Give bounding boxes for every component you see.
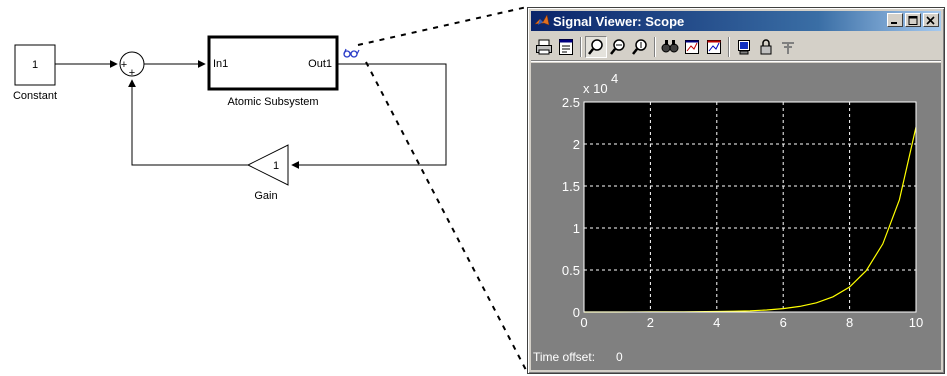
y-tick-label: 1 xyxy=(573,221,580,236)
zoom-y-icon xyxy=(632,39,647,55)
scope-plot-area: 0 2 4 6 8 10 0 0.5 1 1.5 2 2.5 x 10 4 Time offset:… xyxy=(531,63,941,370)
y-tick-label: 0 xyxy=(573,305,580,320)
parameters-icon xyxy=(559,39,573,55)
close-button[interactable] xyxy=(923,13,939,27)
gain-value: 1 xyxy=(273,160,279,172)
float-scope-icon xyxy=(738,40,750,55)
scope-toolbar xyxy=(531,34,941,61)
time-offset-value: 0 xyxy=(616,350,623,364)
x-tick-label: 10 xyxy=(909,315,923,330)
save-axes-icon xyxy=(685,40,699,54)
x-tick-label: 8 xyxy=(846,315,853,330)
scope-plot[interactable]: 0 2 4 6 8 10 0 0.5 1 1.5 2 2.5 x 10 4 xyxy=(531,63,943,372)
sum-sign-top: + xyxy=(121,59,127,71)
restore-axes-icon xyxy=(707,40,721,54)
scope-window[interactable]: Signal Viewer: Scope xyxy=(527,7,945,374)
y-tick-label: 0.5 xyxy=(562,263,580,278)
save-axes-button[interactable] xyxy=(681,36,703,58)
time-offset-label: Time offset: xyxy=(533,350,596,364)
atomic-subsystem-block[interactable]: In1 Out1 xyxy=(207,35,339,91)
scope-title-bar[interactable]: Signal Viewer: Scope xyxy=(531,11,941,31)
sum-block[interactable]: + + xyxy=(119,51,145,79)
x-tick-label: 4 xyxy=(713,315,720,330)
y-tick-label: 1.5 xyxy=(562,179,580,194)
gain-block[interactable]: 1 xyxy=(246,144,289,186)
minimize-button[interactable] xyxy=(887,13,903,27)
viewer-leader-line-bottom xyxy=(365,61,528,373)
constant-block[interactable]: 1 xyxy=(14,44,56,86)
zoom-button[interactable] xyxy=(585,36,607,58)
parameters-button[interactable] xyxy=(555,36,577,58)
toolbar-separator xyxy=(654,37,656,57)
x-tick-label: 0 xyxy=(580,315,587,330)
y-tick-labels: 0 0.5 1 1.5 2 2.5 xyxy=(562,95,580,320)
signal-selection-button[interactable] xyxy=(777,36,799,58)
plot-grid xyxy=(584,102,916,312)
plot-axes-background xyxy=(584,102,916,312)
matlab-icon xyxy=(534,13,550,29)
x-tick-label: 6 xyxy=(780,315,787,330)
close-icon xyxy=(926,16,935,25)
maximize-icon xyxy=(908,16,918,25)
exponent-power: 4 xyxy=(611,71,618,86)
autoscale-icon xyxy=(661,40,679,53)
glasses-icon[interactable] xyxy=(343,48,360,58)
exponent-label: x 10 xyxy=(583,81,608,96)
constant-value: 1 xyxy=(32,59,38,71)
float-scope-button[interactable] xyxy=(733,36,755,58)
gain-label: Gain xyxy=(254,190,277,202)
print-icon xyxy=(536,39,552,55)
constant-label: Constant xyxy=(13,90,57,102)
y-tick-label: 2.5 xyxy=(562,95,580,110)
zoom-icon xyxy=(588,39,603,55)
scope-window-title: Signal Viewer: Scope xyxy=(553,13,685,29)
signal-selection-icon xyxy=(782,42,794,54)
subsystem-in-port: In1 xyxy=(213,58,228,70)
restore-axes-button[interactable] xyxy=(703,36,725,58)
lock-axes-icon xyxy=(760,39,772,55)
zoom-y-button[interactable] xyxy=(629,36,651,58)
zoom-x-icon xyxy=(610,39,625,55)
signal-line-feedback[interactable] xyxy=(128,79,248,166)
print-button[interactable] xyxy=(533,36,555,58)
x-tick-labels: 0 2 4 6 8 10 xyxy=(580,315,923,330)
zoom-x-button[interactable] xyxy=(607,36,629,58)
subsystem-label: Atomic Subsystem xyxy=(227,96,318,108)
x-tick-label: 2 xyxy=(647,315,654,330)
minimize-icon xyxy=(891,22,897,24)
subsystem-out-port: Out1 xyxy=(308,58,332,70)
y-tick-label: 2 xyxy=(573,137,580,152)
plot-axes-frame xyxy=(583,101,917,313)
signal-line-output[interactable] xyxy=(291,63,447,169)
autoscale-button[interactable] xyxy=(659,36,681,58)
maximize-button[interactable] xyxy=(905,13,921,27)
toolbar-separator xyxy=(728,37,730,57)
viewer-leader-line-top xyxy=(357,6,528,46)
sum-sign-bottom: + xyxy=(129,67,135,79)
toolbar-separator xyxy=(580,37,582,57)
lock-axes-button[interactable] xyxy=(755,36,777,58)
